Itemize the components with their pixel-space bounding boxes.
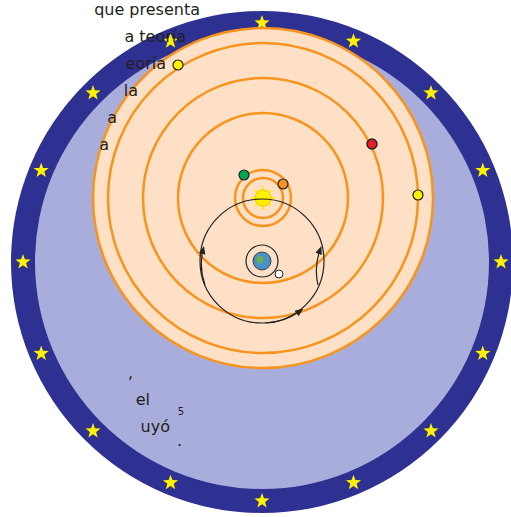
text-fragment: a teoría bbox=[124, 29, 186, 45]
star bbox=[34, 163, 49, 178]
text-fragment: a bbox=[99, 137, 109, 153]
planet-dot bbox=[413, 190, 423, 200]
moon bbox=[275, 270, 283, 278]
star-ring bbox=[11, 11, 511, 513]
star bbox=[493, 254, 508, 269]
star bbox=[254, 493, 269, 508]
star bbox=[15, 254, 30, 269]
text-fragment: eoría bbox=[126, 56, 166, 72]
text-fragment: que presenta bbox=[94, 2, 200, 18]
star bbox=[475, 346, 490, 360]
text-fragment: . bbox=[177, 433, 182, 449]
star bbox=[85, 85, 100, 100]
planet-sphere bbox=[93, 28, 433, 368]
star bbox=[163, 475, 178, 490]
sun-orbit bbox=[200, 199, 324, 323]
planet-dot bbox=[278, 179, 288, 189]
star bbox=[346, 475, 361, 490]
star bbox=[34, 346, 49, 360]
earth bbox=[253, 252, 271, 270]
orbit-arrows bbox=[201, 250, 320, 323]
moon-orbit bbox=[246, 245, 278, 277]
star bbox=[423, 423, 438, 438]
text-fragment: el bbox=[136, 392, 150, 408]
star bbox=[475, 163, 490, 178]
star bbox=[346, 33, 361, 48]
star bbox=[85, 423, 100, 438]
planet-dot bbox=[239, 170, 249, 180]
text-fragment: la bbox=[124, 83, 138, 99]
text-fragment: , bbox=[128, 365, 133, 381]
star bbox=[423, 85, 438, 100]
sun bbox=[251, 186, 275, 210]
text-fragment: a bbox=[107, 110, 117, 126]
planet-dot bbox=[367, 139, 377, 149]
text-fragment: uyó bbox=[141, 419, 170, 435]
planet-dot bbox=[173, 60, 183, 70]
stars bbox=[15, 15, 508, 508]
planet-orbits bbox=[108, 43, 418, 353]
footnote-number: 5 bbox=[178, 407, 184, 417]
